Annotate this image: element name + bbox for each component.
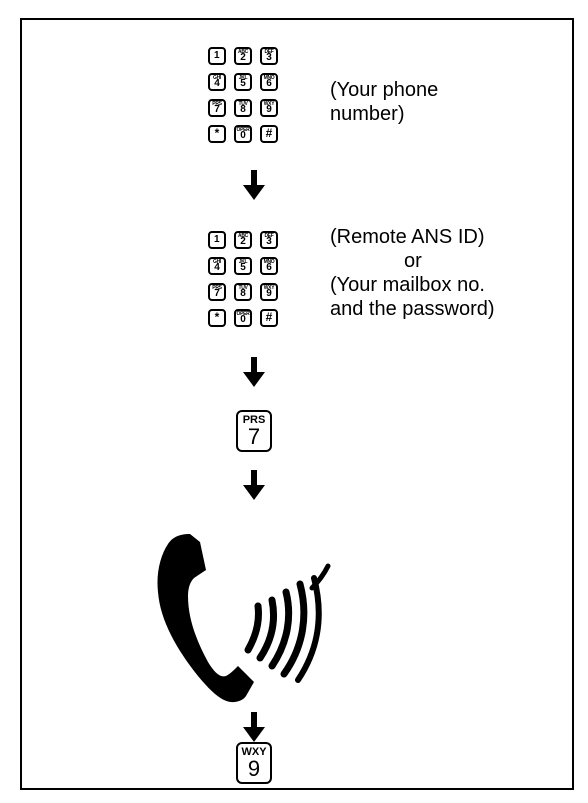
- key-letters: WXY: [263, 285, 275, 291]
- key-letters: JKL: [238, 75, 248, 81]
- key-letters: PRS: [212, 285, 222, 291]
- label-line: (Your phone: [330, 79, 439, 101]
- key-letters: DEF: [264, 233, 274, 239]
- key-letters: PRS: [212, 101, 222, 107]
- key-digit: 7: [214, 104, 220, 115]
- label-line: or: [404, 250, 422, 272]
- key-digit: *: [214, 126, 220, 140]
- key-letters: WXY: [263, 101, 275, 107]
- label-line: (Your mailbox no.: [330, 274, 485, 296]
- key-digit: 2: [240, 52, 246, 63]
- key-digit: 9: [266, 104, 272, 115]
- key-digit: #: [265, 126, 273, 140]
- key-letters: MNO: [263, 259, 275, 265]
- key-digit: 1: [214, 50, 220, 61]
- key-digit: 0: [240, 130, 246, 141]
- label-your-phone-number: (Your phone number): [330, 78, 438, 126]
- key-7-button: PRS 7: [236, 410, 272, 452]
- key-digit: 5: [240, 262, 246, 273]
- key-digit: 0: [240, 314, 246, 325]
- key-digit: 7: [247, 424, 261, 449]
- key-digit: #: [265, 310, 273, 324]
- key-letters: OPER: [236, 127, 250, 133]
- keypad-key-hash: #: [260, 125, 278, 143]
- key-digit: 3: [266, 52, 272, 63]
- keypad-key-hash: #: [260, 309, 278, 327]
- key-digit: *: [214, 310, 220, 324]
- keypad-key-1: 1: [208, 47, 226, 65]
- label-line: and the password): [330, 298, 495, 320]
- key-letters: GHI: [213, 75, 221, 81]
- down-arrow-icon: [243, 170, 265, 200]
- key-letters: DEF: [264, 49, 274, 55]
- key-digit: 4: [214, 78, 220, 89]
- key-digit: 9: [266, 288, 272, 299]
- key-letters: JKL: [238, 259, 248, 265]
- key-digit: 7: [214, 288, 220, 299]
- key-letters: OPER: [236, 311, 250, 317]
- key-digit: 5: [240, 78, 246, 89]
- keypad-key-star: *: [208, 125, 226, 143]
- key-letters: GHI: [213, 259, 221, 265]
- key-digit: 6: [266, 262, 272, 273]
- key-digit: 2: [240, 236, 246, 247]
- diagram-frame: [20, 18, 574, 790]
- key-digit: 4: [214, 262, 220, 273]
- key-letters: ABC: [238, 233, 248, 239]
- keypad-key-star: *: [208, 309, 226, 327]
- telephone-handset-icon: [157, 534, 331, 703]
- label-line: number): [330, 103, 405, 125]
- key-9-button: WXY 9: [236, 742, 272, 784]
- label-line: (Remote ANS ID): [330, 226, 485, 248]
- key-digit: 1: [214, 234, 220, 245]
- keypad-key-1: 1: [208, 231, 226, 249]
- key-letters: WXY: [241, 746, 267, 758]
- down-arrow-icon: [243, 357, 265, 387]
- key-letters: TUV: [238, 285, 248, 291]
- key-digit: 6: [266, 78, 272, 89]
- down-arrow-icon: [243, 470, 265, 500]
- key-digit: 9: [247, 756, 261, 781]
- key-digit: 8: [240, 288, 246, 299]
- key-digit: 3: [266, 236, 272, 247]
- key-letters: TUV: [238, 101, 248, 107]
- down-arrow-icon: [243, 712, 265, 742]
- key-letters: PRS: [242, 414, 266, 426]
- label-remote-ans-id: (Remote ANS ID) or (Your mailbox no. and…: [330, 225, 495, 321]
- key-letters: ABC: [238, 49, 248, 55]
- key-digit: 8: [240, 104, 246, 115]
- key-letters: MNO: [263, 75, 275, 81]
